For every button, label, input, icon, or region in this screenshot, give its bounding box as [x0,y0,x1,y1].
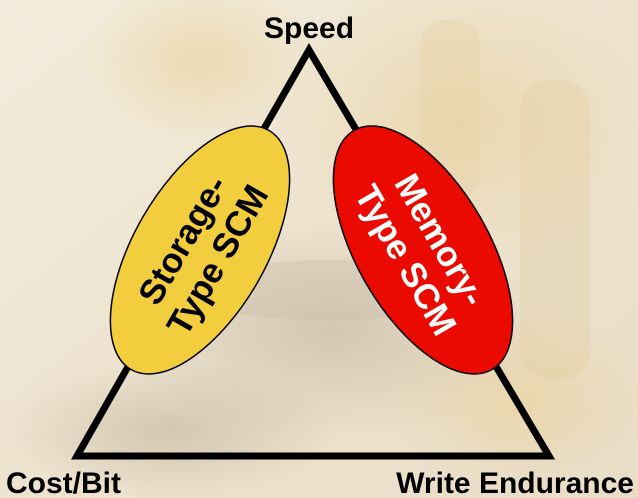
vertex-label-speed: Speed [264,12,354,45]
storage-type-scm-ellipse: Storage- Type SCM [109,125,291,375]
vertex-label-cost-per-bit: Cost/Bit [6,467,121,498]
vertex-label-write-endurance: Write Endurance [396,467,634,498]
